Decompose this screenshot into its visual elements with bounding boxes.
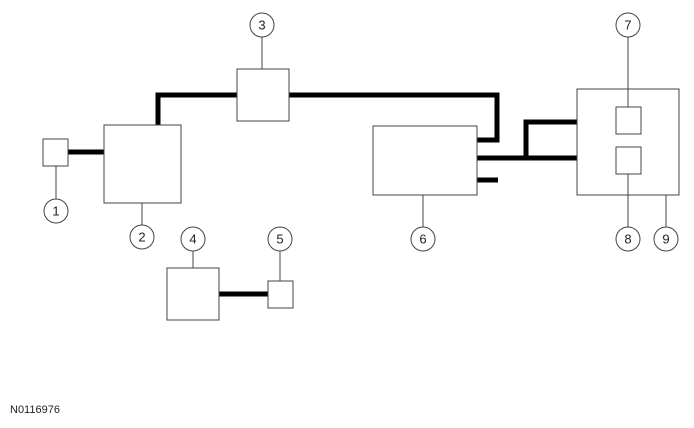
callout-4-label: 4 (189, 232, 196, 247)
callout-7: 7 (615, 12, 641, 38)
component-4 (166, 267, 220, 321)
component-5 (267, 280, 294, 309)
callout-6: 6 (410, 226, 436, 252)
figure-reference-code: N0116976 (10, 404, 60, 416)
component-2 (103, 124, 182, 204)
component-7 (615, 106, 642, 135)
callout-9: 9 (653, 226, 679, 252)
wire-2-to-3 (155, 92, 237, 125)
callout-5-label: 5 (276, 232, 283, 247)
callout-9-label: 9 (662, 232, 669, 247)
component-1 (42, 138, 69, 167)
callout-8: 8 (615, 226, 641, 252)
callout-6-label: 6 (419, 232, 426, 247)
callout-8-label: 8 (624, 232, 631, 247)
callout-4: 4 (180, 226, 206, 252)
callout-2-label: 2 (138, 230, 145, 245)
callout-1: 1 (43, 198, 69, 224)
component-8 (615, 146, 642, 175)
wire-3-to-6 (289, 92, 500, 143)
component-3 (236, 68, 290, 122)
component-6 (372, 125, 478, 196)
callout-3-label: 3 (258, 18, 265, 33)
callout-1-label: 1 (52, 204, 59, 219)
callout-7-label: 7 (624, 18, 631, 33)
callout-2: 2 (129, 224, 155, 250)
callout-5: 5 (267, 226, 293, 252)
callout-3: 3 (249, 12, 275, 38)
